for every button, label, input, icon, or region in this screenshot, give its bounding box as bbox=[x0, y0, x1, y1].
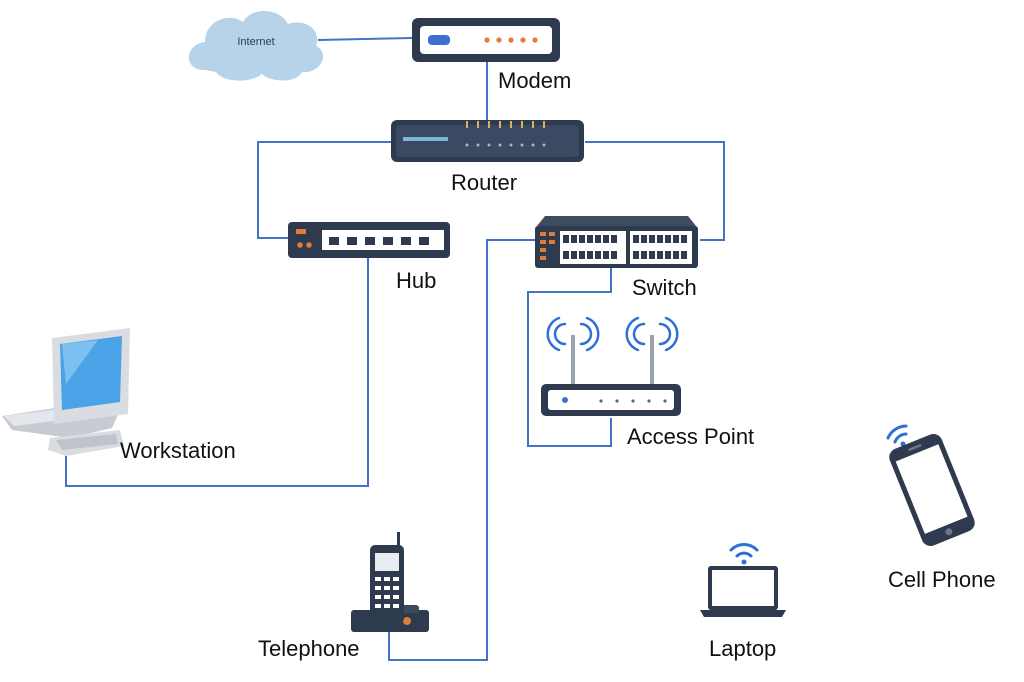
switch-icon bbox=[535, 216, 698, 268]
link-internet-modem bbox=[317, 37, 413, 41]
hub-icon bbox=[288, 222, 450, 258]
modem-label: Modem bbox=[498, 68, 572, 93]
cell-phone-label: Cell Phone bbox=[888, 567, 996, 592]
link-switch-telephone bbox=[388, 239, 535, 661]
link-router-switch bbox=[585, 141, 725, 241]
telephone-icon bbox=[351, 532, 429, 632]
telephone-label: Telephone bbox=[258, 636, 360, 661]
internet-cloud-icon bbox=[188, 10, 324, 81]
router-label: Router bbox=[451, 170, 518, 195]
cell-phone-icon bbox=[886, 424, 975, 546]
connection-lines bbox=[65, 37, 725, 661]
router-icon bbox=[391, 120, 584, 162]
wifi-signal-icon bbox=[886, 424, 908, 444]
laptop-icon bbox=[700, 543, 786, 617]
access-point-icon bbox=[541, 316, 681, 416]
switch-label: Switch bbox=[632, 275, 697, 300]
wifi-signal-icon bbox=[546, 316, 679, 352]
workstation-label: Workstation bbox=[120, 438, 236, 463]
hub-label: Hub bbox=[396, 268, 437, 293]
modem-icon bbox=[412, 18, 560, 62]
laptop-label: Laptop bbox=[709, 636, 777, 661]
link-switch-accesspoint bbox=[527, 268, 612, 447]
link-router-hub bbox=[257, 141, 392, 239]
wifi-signal-icon bbox=[729, 543, 759, 558]
access-point-label: Access Point bbox=[627, 424, 755, 449]
workstation-icon bbox=[2, 328, 130, 456]
link-hub-workstation bbox=[65, 258, 369, 487]
cloud-label: Internet bbox=[237, 36, 274, 48]
